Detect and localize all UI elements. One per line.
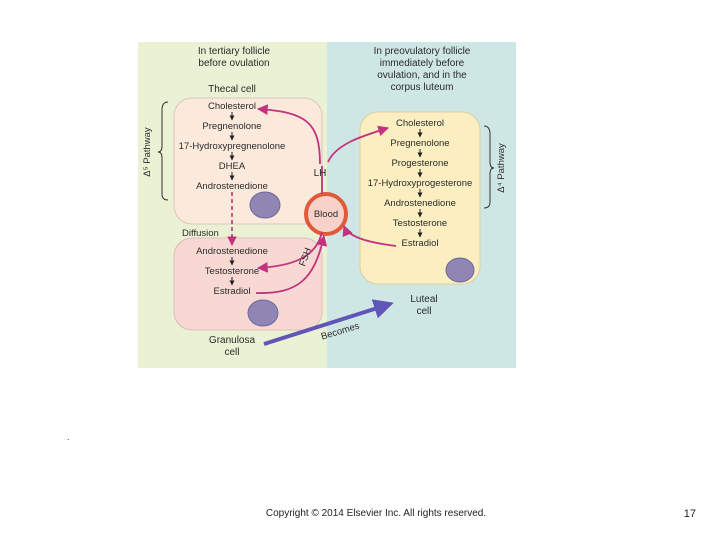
steroidogenesis-diagram: In tertiary follicle before ovulation In… — [138, 42, 516, 368]
luteal-step-progesterone: Progesterone — [391, 158, 448, 169]
granulosa-label-line-1: Granulosa — [209, 335, 256, 346]
theca-step-androstenedione: Androstenedione — [196, 181, 268, 192]
left-header-line-1: In tertiary follicle — [198, 46, 271, 57]
lh-to-theca-arrow — [256, 104, 321, 165]
thecal-nucleus — [249, 191, 281, 219]
blood-circle — [304, 192, 348, 236]
theca-step-dhea: DHEA — [219, 161, 246, 172]
blood-label: Blood — [314, 209, 338, 220]
delta4-brace — [483, 125, 495, 209]
right-header-line-3: ovulation, and in the — [377, 70, 467, 81]
delta5-pathway-label: Δ⁵ Pathway — [142, 127, 153, 177]
right-header-line-2: immediately before — [380, 58, 465, 69]
luteal-estradiol-to-blood-arrow — [342, 224, 397, 247]
theca-step-pregnenolone: Pregnenolone — [202, 121, 261, 132]
right-header-line-4: corpus luteum — [391, 82, 454, 93]
theca-step-17-hydroxypregnenolone: 17-Hydroxypregnenolone — [179, 141, 286, 152]
becomes-arrow — [263, 299, 394, 346]
luteal-cell-shape — [359, 111, 481, 285]
luteal-label-line-1: Luteal — [410, 294, 437, 305]
theca-step-cholesterol: Cholesterol — [208, 101, 256, 112]
delta5-brace — [157, 101, 169, 201]
right-header-line-1: In preovulatory follicle — [374, 46, 471, 57]
luteal-step-testosterone: Testosterone — [393, 218, 447, 229]
lh-to-luteal-arrow — [327, 125, 390, 163]
luteal-step-cholesterol: Cholesterol — [396, 118, 444, 129]
estradiol-to-blood-arrow — [255, 234, 328, 294]
granulosa-step-androstenedione: Androstenedione — [196, 246, 268, 257]
luteal-nucleus — [445, 257, 475, 283]
granulosa-nucleus — [247, 299, 279, 327]
thecal-cell — [173, 97, 323, 225]
diffusion-label: Diffusion — [182, 228, 219, 239]
luteal-label-line-2: cell — [416, 306, 431, 317]
stray-dot: . — [67, 432, 70, 442]
granulosa-step-testosterone: Testosterone — [205, 266, 259, 277]
granulosa-step-estradiol: Estradiol — [214, 286, 251, 297]
luteal-step-pregnenolone: Pregnenolone — [390, 138, 449, 149]
luteal-step-17-hydroxyprogesterone: 17-Hydroxyprogesterone — [368, 178, 473, 189]
luteal-step-estradiol: Estradiol — [402, 238, 439, 249]
delta4-pathway-label: Δ⁴ Pathway — [496, 143, 507, 193]
page-number: 17 — [683, 508, 696, 520]
copyright-text: Copyright © 2014 Elsevier Inc. All right… — [265, 508, 487, 519]
lh-label: LH — [314, 168, 327, 179]
granulosa-cell-shape — [173, 237, 323, 331]
luteal-step-androstenedione: Androstenedione — [384, 198, 456, 209]
left-header-line-2: before ovulation — [198, 58, 269, 69]
granulosa-label-line-2: cell — [224, 347, 239, 358]
thecal-cell-label: Thecal cell — [208, 84, 256, 95]
